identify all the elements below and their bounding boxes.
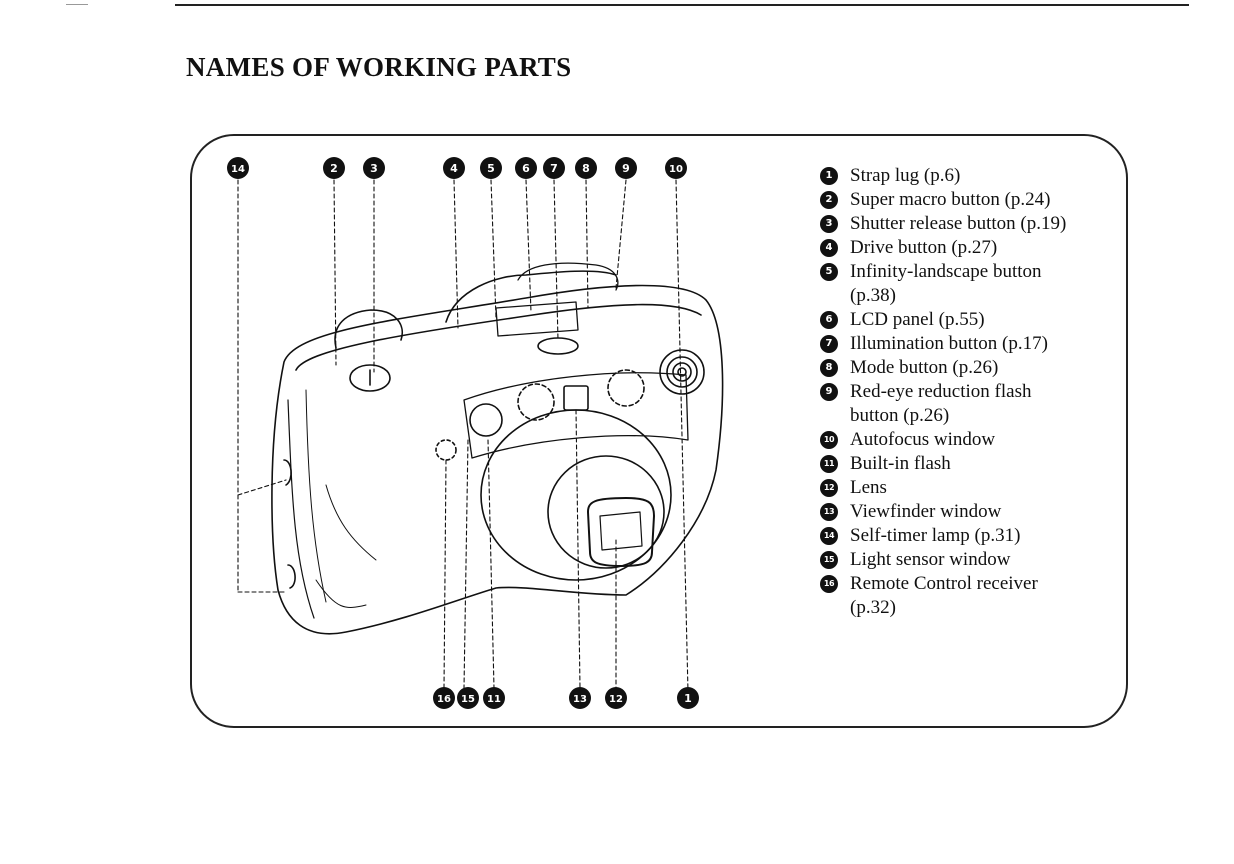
callout-6: 6 [515, 157, 537, 179]
legend-label: Infinity-landscape button [850, 261, 1042, 282]
legend-label-continued: button (p.26) [850, 405, 950, 426]
number-badge: 1 [820, 167, 838, 185]
legend-item: 4 Drive button (p.27) [820, 236, 1120, 260]
legend-item: 1 Strap lug (p.6) [820, 164, 1120, 188]
svg-text:9: 9 [622, 162, 630, 175]
callout-7: 7 [543, 157, 565, 179]
number-badge: 7 [820, 335, 838, 353]
number-badge: 11 [820, 455, 838, 473]
page-corner-mark [66, 4, 88, 5]
legend-label: Drive button (p.27) [850, 237, 998, 258]
number-badge: 16 [820, 575, 838, 593]
callout-15: 15 [457, 687, 479, 709]
top-rule [175, 4, 1189, 6]
legend-item: 3 Shutter release button (p.19) [820, 212, 1120, 236]
legend-label: Light sensor window [850, 549, 1011, 570]
callout-4: 4 [443, 157, 465, 179]
svg-text:8: 8 [582, 162, 590, 175]
legend-item: 9 Red-eye reduction flash button (p.26) [820, 380, 1120, 428]
number-badge: 4 [820, 239, 838, 257]
svg-text:10: 10 [669, 164, 683, 175]
svg-text:13: 13 [573, 694, 587, 705]
svg-text:5: 5 [487, 162, 495, 175]
number-badge: 6 [820, 311, 838, 329]
camera-illustration: 14 2 3 4 5 6 7 8 9 10 16 15 11 13 12 1 [227, 157, 724, 709]
page-title: NAMES OF WORKING PARTS [186, 52, 572, 82]
camera-body-outline [271, 284, 724, 635]
number-badge: 2 [820, 191, 838, 209]
svg-text:7: 7 [550, 162, 558, 175]
legend-label: Super macro button (p.24) [850, 189, 1051, 210]
callout-16: 16 [433, 687, 455, 709]
legend-item: 2 Super macro button (p.24) [820, 188, 1120, 212]
number-badge: 15 [820, 551, 838, 569]
callout-1: 1 [677, 687, 699, 709]
lcd-panel-shape [495, 301, 579, 337]
legend-label: Remote Control receiver [850, 573, 1038, 594]
legend-label: LCD panel (p.55) [850, 309, 985, 330]
callout-8: 8 [575, 157, 597, 179]
callouts-top: 14 2 3 4 5 6 7 8 9 10 [227, 157, 687, 179]
svg-text:12: 12 [609, 694, 623, 705]
callout-9: 9 [615, 157, 637, 179]
legend-label: Viewfinder window [850, 501, 1002, 522]
legend-item: 5 Infinity-landscape button (p.38) [820, 260, 1120, 308]
legend-item: 16 Remote Control receiver (p.32) [820, 572, 1120, 620]
number-badge: 13 [820, 503, 838, 521]
legend-item: 12 Lens [820, 476, 1120, 500]
legend-item: 6 LCD panel (p.55) [820, 308, 1120, 332]
legend-label: Self-timer lamp (p.31) [850, 525, 1021, 546]
legend-item: 13 Viewfinder window [820, 500, 1120, 524]
svg-text:11: 11 [487, 694, 501, 705]
number-badge: 8 [820, 359, 838, 377]
svg-text:3: 3 [370, 162, 378, 175]
number-badge: 12 [820, 479, 838, 497]
callout-13: 13 [569, 687, 591, 709]
legend-item: 10 Autofocus window [820, 428, 1120, 452]
svg-text:15: 15 [461, 694, 475, 705]
number-badge: 3 [820, 215, 838, 233]
number-badge: 14 [820, 527, 838, 545]
callout-3: 3 [363, 157, 385, 179]
legend-label: Autofocus window [850, 429, 996, 450]
legend-item: 15 Light sensor window [820, 548, 1120, 572]
callouts-bottom: 16 15 11 13 12 1 [433, 687, 699, 709]
legend-label: Strap lug (p.6) [850, 165, 961, 186]
legend-item: 7 Illumination button (p.17) [820, 332, 1120, 356]
callout-12: 12 [605, 687, 627, 709]
legend-label-continued: (p.32) [850, 597, 896, 618]
legend-label: Lens [850, 477, 887, 498]
svg-text:14: 14 [231, 164, 245, 175]
legend-label: Mode button (p.26) [850, 357, 999, 378]
legend-label: Shutter release button (p.19) [850, 213, 1067, 234]
legend-item: 11 Built-in flash [820, 452, 1120, 476]
callout-10: 10 [665, 157, 687, 179]
svg-text:4: 4 [450, 162, 458, 175]
number-badge: 10 [820, 431, 838, 449]
diagram-frame [190, 134, 1128, 728]
svg-text:6: 6 [522, 162, 530, 175]
shutter-button-shape [334, 309, 403, 349]
callout-11: 11 [483, 687, 505, 709]
callout-2: 2 [323, 157, 345, 179]
callout-14: 14 [227, 157, 249, 179]
svg-text:2: 2 [330, 162, 338, 175]
number-badge: 9 [820, 383, 838, 401]
legend-label: Built-in flash [850, 453, 951, 474]
callout-5: 5 [480, 157, 502, 179]
number-badge: 5 [820, 263, 838, 281]
legend-label: Illumination button (p.17) [850, 333, 1048, 354]
svg-text:1: 1 [684, 692, 692, 705]
legend-label: Red-eye reduction flash [850, 381, 1032, 402]
legend-item: 8 Mode button (p.26) [820, 356, 1120, 380]
legend-item: 14 Self-timer lamp (p.31) [820, 524, 1120, 548]
svg-text:16: 16 [437, 694, 451, 705]
parts-legend: 1 Strap lug (p.6) 2 Super macro button (p.… [820, 164, 1120, 620]
legend-label-continued: (p.38) [850, 285, 896, 306]
